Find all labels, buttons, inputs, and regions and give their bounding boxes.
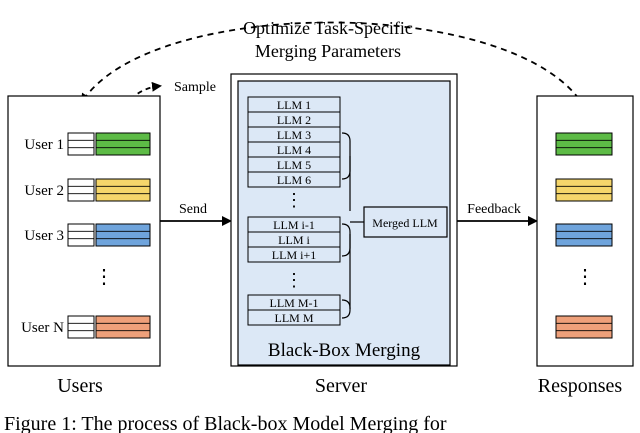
user-data-block [95, 315, 151, 339]
response-block [555, 178, 613, 202]
user-data-block [95, 178, 151, 202]
merged-llm-label: Merged LLM [372, 216, 438, 230]
user-prefix-block [67, 132, 95, 156]
llm-box [247, 309, 341, 326]
llm-label: LLM 2 [277, 113, 311, 127]
response-block [555, 132, 613, 156]
llm-label: LLM 1 [277, 98, 311, 112]
user-data-block [95, 223, 151, 247]
feedback-label: Feedback [467, 202, 521, 217]
response-block [555, 315, 613, 339]
llm-label: LLM i-1 [273, 218, 315, 232]
llm-label: LLM i+1 [272, 248, 316, 262]
llm-label: LLM M [275, 311, 314, 325]
response-block [555, 223, 613, 247]
black-box-merging-title: Black-Box Merging [268, 340, 421, 361]
user-label: User 1 [24, 137, 64, 153]
responses-ellipsis: ⋮ [575, 266, 595, 288]
llm-label: LLM 6 [277, 173, 311, 187]
user-prefix-block [67, 178, 95, 202]
users-title: Users [57, 375, 103, 397]
llm-label: LLM 4 [277, 143, 311, 157]
optimize-label-line1: Optimize Task-Specific [243, 18, 413, 38]
llm-box [247, 246, 341, 263]
llm-label: LLM 3 [277, 128, 311, 142]
user-label: User N [21, 320, 64, 336]
user-label: User 2 [24, 183, 64, 199]
server-title: Server [315, 375, 368, 397]
user-label: User 3 [24, 228, 64, 244]
users-ellipsis: ⋮ [94, 266, 114, 288]
llm-ellipsis-top: ⋮ [285, 190, 303, 210]
send-label: Send [179, 202, 207, 217]
llm-ellipsis-bottom: ⋮ [285, 270, 303, 290]
user-data-block [95, 132, 151, 156]
sample-label: Sample [174, 80, 216, 95]
responses-title: Responses [538, 375, 623, 397]
users-list: User 1 User 2 User 3 User N [21, 132, 151, 339]
figure-caption: Figure 1: The process of Black-box Model… [4, 413, 447, 433]
llm-box [247, 171, 341, 188]
optimize-label-line2: Merging Parameters [255, 41, 401, 61]
llm-label: LLM M-1 [270, 296, 319, 310]
llm-label: LLM i [278, 233, 310, 247]
merged-llm-box [363, 206, 448, 238]
user-prefix-block [67, 315, 95, 339]
user-prefix-block [67, 223, 95, 247]
responses-list [555, 132, 613, 339]
optimize-arrow [80, 21, 586, 109]
llm-label: LLM 5 [277, 158, 311, 172]
